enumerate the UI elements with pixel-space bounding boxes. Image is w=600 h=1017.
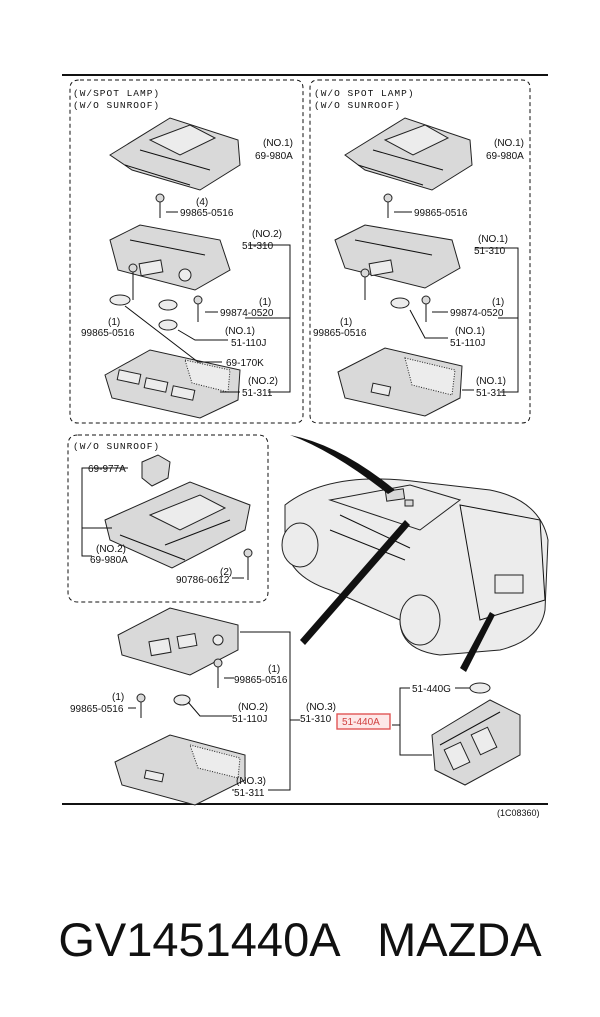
m-qty2-label: (2): [220, 567, 232, 578]
b-leader-console: [240, 631, 291, 791]
b-51440a-label: 51-440A: [342, 717, 380, 728]
m-screw: [243, 548, 253, 580]
b-99865a-label: 99865-0516: [234, 675, 288, 686]
tr-99874-label: 99874-0520: [450, 308, 504, 319]
tr-no1-label: (NO.1): [494, 138, 524, 149]
tr-no1d-label: (NO.1): [476, 376, 506, 387]
tl-51310-label: 51-310: [242, 241, 274, 252]
m-leader-69977a: [81, 467, 128, 529]
m-90786-label: 90786-0612: [176, 575, 230, 586]
car-illustration: [281, 478, 549, 656]
tl-screw-a: [155, 193, 165, 218]
tr-99865a-label: 99865-0516: [414, 208, 468, 219]
group-box-top-right: [309, 79, 531, 424]
b-qty1b-label: (1): [112, 692, 124, 703]
b-leader-51440a: [392, 724, 432, 756]
tl-qty1b-label: (1): [108, 317, 120, 328]
tl-99865b-label: 99865-0516: [81, 328, 135, 339]
tr-bracket-69-980a: [344, 117, 473, 191]
tl-leader-51110j: [177, 329, 228, 341]
pointer-wedge-right: [460, 612, 495, 672]
tr-no1b-label: (NO.1): [478, 234, 508, 245]
b-leader-51110j: [187, 701, 232, 717]
b-map-lamp-51-440a: [431, 699, 521, 786]
group-box-top-left: [69, 79, 304, 424]
tr-qty1b-label: (1): [340, 317, 352, 328]
tl-99865a-label: 99865-0516: [180, 208, 234, 219]
tl-69980a-label: 69-980A: [255, 151, 293, 162]
b-bulb: [173, 694, 191, 706]
caption: GV1451440A MAZDA: [0, 905, 600, 975]
reference-code: (1C08360): [497, 808, 540, 818]
tr-screw-b: [360, 268, 370, 300]
tl-qty1a-label: (1): [259, 297, 271, 308]
top-right-header-line2: (W/O SUNROOF): [314, 100, 401, 111]
b-99865b-label: 99865-0516: [70, 704, 124, 715]
tr-69980a-label: 69-980A: [486, 151, 524, 162]
b-no3-label: (NO.3): [306, 702, 336, 713]
tr-99865b-label: 99865-0516: [313, 328, 367, 339]
b-51310-label: 51-310: [300, 714, 332, 725]
tr-bulb: [390, 297, 410, 309]
tl-console-51-310: [109, 224, 231, 291]
pointer-wedge-lower: [300, 520, 410, 645]
part-number: GV1451440A: [58, 913, 338, 966]
tr-51310-label: 51-310: [474, 246, 506, 257]
b-no2-label: (NO.2): [238, 702, 268, 713]
tl-cover-51-311: [104, 349, 241, 419]
tl-qty4-label: (4): [196, 197, 208, 208]
b-51311-label: 51-311: [234, 788, 265, 799]
tl-no1b-label: (NO.1): [225, 326, 255, 337]
tl-no2-label: (NO.2): [252, 229, 282, 240]
b-leader-51440g: [399, 687, 410, 725]
tr-51110j-label: 51-110J: [450, 338, 485, 349]
tl-bulb: [158, 299, 178, 311]
brand-name: MAZDA: [377, 913, 542, 966]
b-bulb-51-440g: [469, 682, 491, 694]
group-box-middle: [67, 434, 269, 603]
tr-qty1a-label: (1): [492, 297, 504, 308]
tr-screw-c: [421, 295, 431, 322]
tl-screw-c: [193, 295, 203, 322]
b-screw-a: [213, 658, 223, 688]
m-leader-69980a: [81, 528, 92, 557]
top-right-header-line1: (W/O SPOT LAMP): [314, 88, 415, 99]
b-51440g-label: 51-440G: [412, 684, 451, 695]
middle-header: (W/O SUNROOF): [73, 441, 160, 452]
tr-cover-51-311: [337, 347, 463, 417]
tr-no1c-label: (NO.1): [455, 326, 485, 337]
m-no2-label: (NO.2): [96, 544, 126, 555]
m-69980a-label: 69-980A: [90, 555, 128, 566]
b-no3b-label: (NO.3): [236, 776, 266, 787]
b-screw-b: [136, 693, 146, 718]
tl-bracket-69-980a: [109, 117, 241, 191]
b-51440a-highlight-box: [336, 713, 391, 730]
tr-screw-a: [383, 193, 393, 218]
tl-no2b-label: (NO.2): [248, 376, 278, 387]
b-console-51-310: [117, 607, 239, 676]
tl-lens-69-170k: [109, 294, 178, 331]
m-69977a-label: 69-977A: [88, 464, 126, 475]
tl-no1-label: (NO.1): [263, 138, 293, 149]
tr-leader-51110j: [409, 309, 448, 339]
b-cover-51-311: [114, 734, 246, 806]
tr-51311-label: 51-311: [476, 388, 507, 399]
tl-69170k-label: 69-170K: [226, 358, 264, 369]
b-qty1a-label: (1): [268, 664, 280, 675]
tl-99874-label: 99874-0520: [220, 308, 274, 319]
top-left-header-line1: (W/SPOT LAMP): [73, 88, 160, 99]
tl-51311-label: 51-311: [242, 388, 273, 399]
tr-leader-bracket: [475, 247, 519, 393]
b-51110j-label: 51-110J: [232, 714, 267, 725]
tl-51110j-label: 51-110J: [231, 338, 266, 349]
pointer-wedge-upper: [290, 435, 395, 494]
tl-leader-69170k: [124, 305, 222, 363]
tl-screw-b: [128, 263, 138, 300]
m-pad-69-977a: [141, 454, 171, 487]
top-left-header-line2: (W/O SUNROOF): [73, 100, 160, 111]
tr-console-51-310: [334, 224, 461, 289]
m-bracket-69-980a: [104, 481, 251, 569]
